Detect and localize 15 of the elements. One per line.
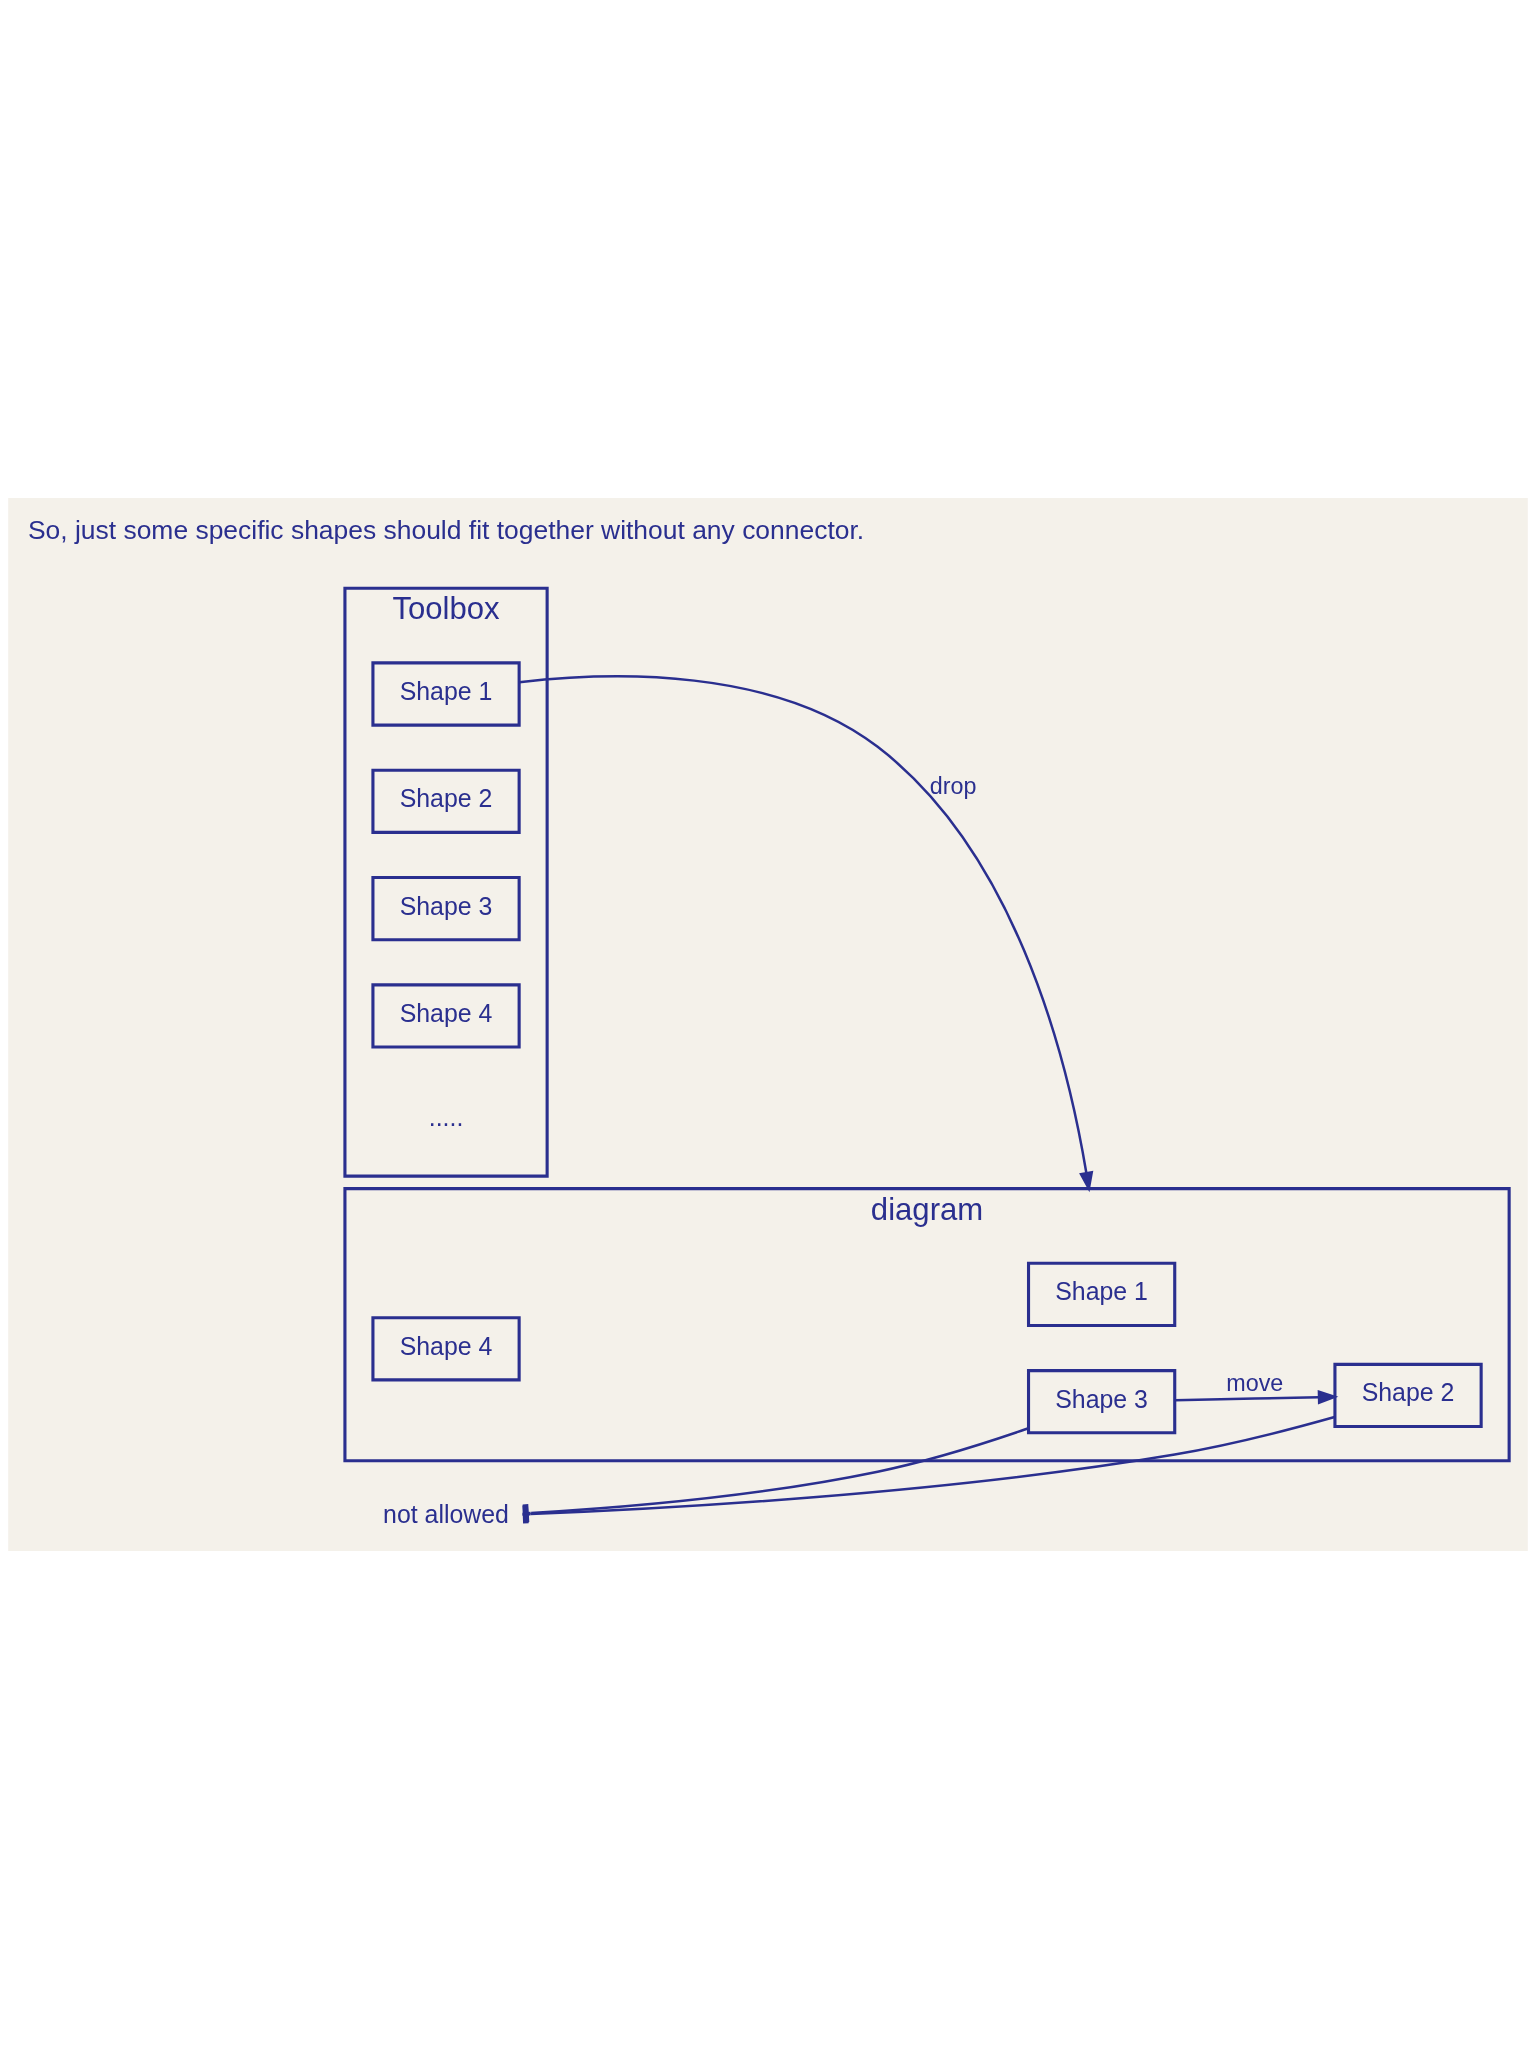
node-box: Shape 4 xyxy=(371,982,521,1049)
node-box: Shape 2 xyxy=(1333,1362,1483,1428)
label: ..... xyxy=(428,1102,464,1131)
node-box: Shape 3 xyxy=(371,875,521,941)
node-box: Shape 2 xyxy=(371,768,521,834)
node-box: Shape 3 xyxy=(1026,1368,1177,1434)
edge-label: drop xyxy=(929,772,977,799)
arrow xyxy=(1175,1389,1339,1404)
arrow xyxy=(519,674,1094,1192)
node-box: Shape 1 xyxy=(371,660,521,727)
edge-label: move xyxy=(1226,1369,1284,1396)
node-box: Shape 4 xyxy=(371,1315,521,1381)
node-text: not allowed xyxy=(383,1499,509,1528)
label: So, just some specific shapes should fit together without any connector. xyxy=(27,514,865,545)
node-box: Shape 1 xyxy=(1026,1261,1177,1327)
